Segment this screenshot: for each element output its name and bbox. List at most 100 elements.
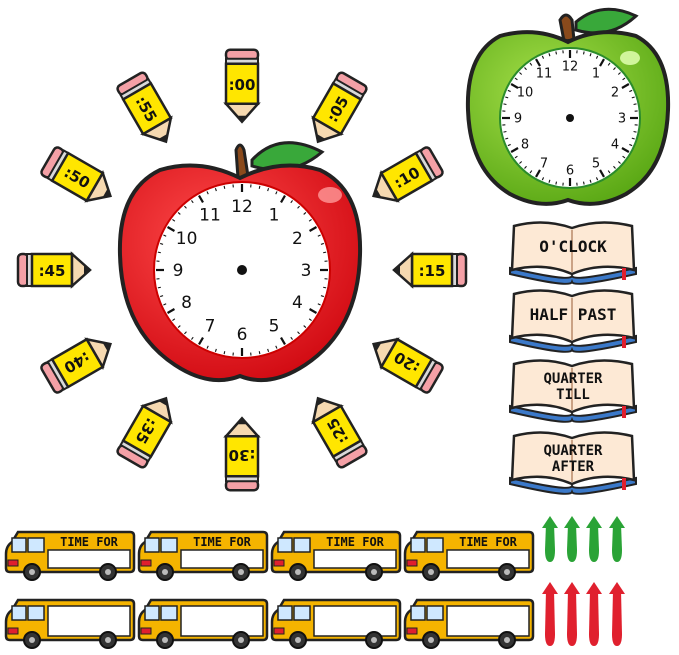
bus-title: TIME FOR (326, 535, 385, 549)
pencil-tip (84, 169, 112, 203)
red-clock-number: 8 (181, 293, 192, 313)
pencil-lead (102, 188, 111, 198)
pencil-lead (158, 133, 168, 142)
pencil-text: :00 (229, 76, 256, 94)
bus-hubcap (504, 569, 510, 575)
red-clock-tick (275, 345, 278, 349)
green-clock-tick (595, 55, 599, 59)
book-cover (509, 404, 637, 423)
red-clock-number: 1 (269, 206, 280, 226)
bus-stop-sign (7, 559, 19, 567)
bus-window (160, 605, 178, 621)
book-pages (510, 221, 636, 276)
pencil-lead (316, 398, 326, 407)
clock-hand (609, 516, 625, 562)
red-clock-center (237, 265, 247, 275)
bus-name-box (313, 605, 397, 637)
green-clock-tick (582, 181, 585, 185)
hand-shaft (589, 590, 599, 646)
book-label: HALF PAST (530, 305, 617, 324)
green-clock-tick (507, 89, 511, 93)
red-clock-tick (308, 226, 318, 232)
red-clock-tick (157, 286, 161, 289)
bus-name-box (313, 549, 397, 569)
hand-arrow (609, 582, 625, 594)
clock-hand (586, 516, 602, 562)
clock-hand (542, 582, 558, 646)
book-label: QUARTER (543, 443, 603, 459)
book-ribbon (622, 268, 626, 280)
clock-hand (542, 516, 558, 562)
pencil-lead (237, 115, 247, 122)
bus-name-box (47, 605, 131, 637)
bus-hubcap (29, 569, 35, 575)
book-pages (510, 359, 636, 414)
bus-card: TIME FOR (270, 530, 402, 581)
pencil-lead (394, 265, 400, 275)
green-clock-tick (607, 170, 611, 174)
bus-name-box (180, 549, 264, 569)
pencil-lead (373, 188, 382, 198)
bus-hubcap (238, 637, 244, 643)
bus-card (403, 598, 535, 649)
bus-window (277, 537, 293, 553)
pencil-tip (70, 251, 92, 289)
red-clock-tick (267, 188, 270, 192)
green-clock-ticks (502, 50, 638, 186)
green-clock-tick (529, 62, 533, 66)
pencil-lead (102, 342, 111, 352)
red-clock-number: 5 (269, 317, 280, 337)
pencil-lead (373, 342, 382, 352)
red-clock-tick (163, 234, 167, 237)
green-clock-tick (548, 179, 551, 183)
green-clock-tick (507, 143, 511, 147)
green-clock-tick (555, 51, 558, 55)
clock-hands-group (542, 516, 625, 646)
bus-window (160, 537, 178, 553)
bus-name-box (446, 549, 530, 569)
red-clock-tick (163, 303, 167, 306)
pencil-tip (84, 337, 112, 371)
red-clock-tick (184, 331, 187, 335)
red-apple-shine (318, 187, 342, 203)
green-clock-tick (535, 58, 541, 67)
green-clock-tick (555, 181, 558, 185)
hand-shaft (567, 590, 577, 646)
pencil-label: :40 (40, 337, 112, 394)
pencil-label: :35 (116, 396, 173, 469)
book-label: TILL (556, 387, 590, 403)
hand-arrow (542, 516, 558, 528)
green-clock-tick (599, 58, 605, 67)
green-clock-number: 7 (540, 157, 548, 172)
red-clock-tick (157, 251, 161, 254)
bus-stop-sign (273, 559, 285, 567)
bus-hubcap (428, 569, 434, 575)
green-clock-number: 11 (536, 67, 553, 82)
pencil-tip (223, 416, 261, 438)
hand-arrow (542, 582, 558, 594)
red-clock-number: 7 (205, 317, 216, 337)
red-clock-tick (303, 212, 307, 215)
clock-hand (564, 516, 580, 562)
red-clock-tick (198, 194, 204, 204)
green-clock-tick (510, 83, 519, 89)
red-clock-tick (214, 348, 217, 352)
red-clock-ticks (156, 184, 328, 356)
bus-stop-sign (406, 627, 418, 635)
red-apple-stem (234, 143, 250, 180)
green-clock-number: 12 (562, 60, 579, 75)
red-clock-tick (184, 205, 187, 209)
bus-card (270, 598, 402, 649)
red-clock-tick (191, 336, 194, 340)
red-clock-tick (160, 295, 164, 298)
pencil-tip (311, 396, 344, 425)
green-clock-tick (524, 67, 527, 71)
red-clock-tick (166, 308, 176, 314)
red-clock-tick (160, 242, 164, 245)
pencil-label: :15 (392, 251, 468, 289)
bus-hubcap (295, 637, 301, 643)
bus-window (426, 605, 444, 621)
red-clock-tick (317, 234, 321, 237)
